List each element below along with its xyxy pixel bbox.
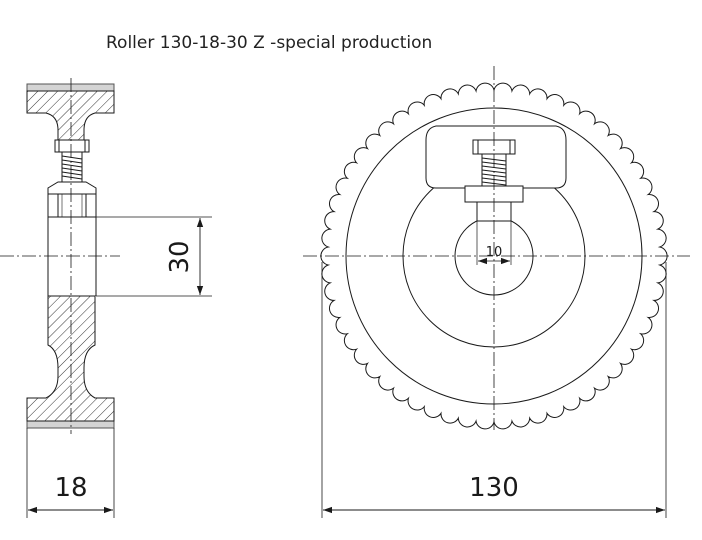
clamp-knob	[425, 125, 567, 222]
bore-dimension	[96, 216, 212, 297]
slot-dimension	[476, 221, 512, 265]
side-section-view	[0, 78, 212, 518]
front-view	[303, 66, 690, 518]
upper-section-hatch	[26, 90, 115, 141]
set-screw	[47, 139, 97, 195]
tire-top	[26, 83, 115, 92]
bore-dimension-label: 30	[165, 240, 195, 273]
tire-bottom	[26, 420, 115, 429]
diameter-dimension-label: 130	[469, 473, 519, 503]
lower-section-hatch	[26, 295, 115, 422]
slot-dimension-label: 10	[486, 245, 503, 260]
diameter-dimension	[321, 262, 667, 518]
width-dimension-label: 18	[54, 473, 87, 503]
drawing-title: Roller 130-18-30 Z -special production	[106, 33, 433, 53]
hub-bore	[47, 194, 97, 296]
width-dimension	[26, 428, 115, 518]
